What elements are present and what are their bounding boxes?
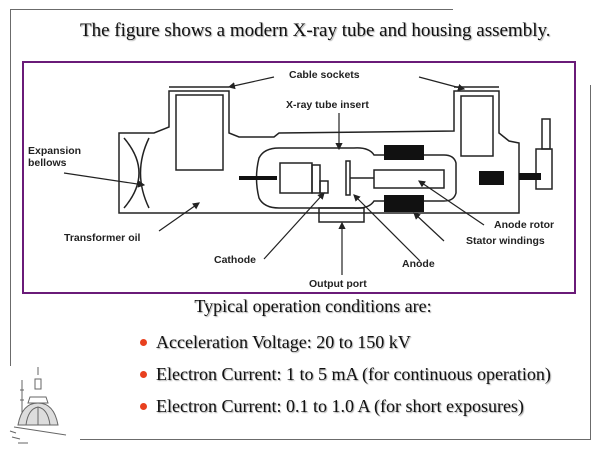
bullet-icon — [140, 339, 147, 346]
conditions-list: Acceleration Voltage: 20 to 150 kV Elect… — [138, 332, 551, 428]
frame-right-line — [590, 85, 591, 440]
frame-bottom-line — [80, 439, 591, 440]
conditions-heading: Typical operation conditions are: — [194, 296, 432, 316]
label-output-port: Output port — [309, 278, 367, 290]
xray-tube-diagram: Cable sockets X-ray tube insert Expansio… — [28, 69, 554, 290]
label-expansion-bellows-1: Expansion — [28, 145, 81, 157]
label-stator-windings: Stator windings — [466, 235, 545, 247]
condition-item: Electron Current: 0.1 to 1.0 A (for shor… — [138, 396, 551, 428]
label-xray-tube-insert: X-ray tube insert — [286, 99, 369, 111]
condition-text: Acceleration Voltage: 20 to 150 kV — [156, 332, 411, 352]
label-cable-sockets: Cable sockets — [289, 69, 360, 81]
dome-building-icon — [9, 367, 67, 444]
label-anode-rotor: Anode rotor — [494, 219, 554, 231]
condition-item: Electron Current: 1 to 5 mA (for continu… — [138, 364, 551, 396]
frame-left-line — [10, 9, 11, 366]
label-transformer-oil: Transformer oil — [64, 232, 141, 244]
frame-top-line — [10, 9, 453, 10]
xray-tube-figure: Cable sockets X-ray tube insert Expansio… — [22, 61, 576, 294]
bullet-icon — [140, 403, 147, 410]
bullet-icon — [140, 371, 147, 378]
label-cathode: Cathode — [214, 254, 256, 266]
stator-windings-shape — [239, 145, 541, 212]
condition-item: Acceleration Voltage: 20 to 150 kV — [138, 332, 551, 364]
condition-text: Electron Current: 0.1 to 1.0 A (for shor… — [156, 396, 524, 416]
label-anode: Anode — [402, 258, 435, 270]
condition-text: Electron Current: 1 to 5 mA (for continu… — [156, 364, 551, 384]
leader-lines — [63, 76, 485, 275]
slide-title: The figure shows a modern X-ray tube and… — [80, 20, 551, 41]
label-expansion-bellows-2: bellows — [28, 157, 67, 169]
